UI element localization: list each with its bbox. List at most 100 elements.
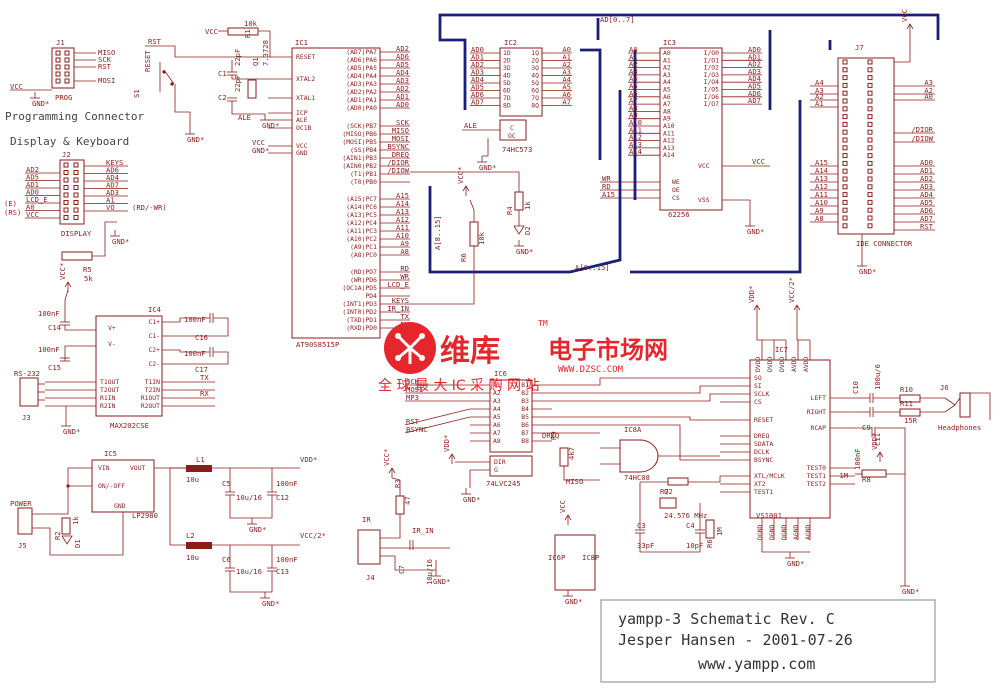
ground-label: GND*	[32, 99, 49, 108]
j4-ir-connector	[357, 529, 381, 565]
ic3-io-net-3: AD3	[748, 67, 761, 76]
ic1-left-pin-5: OC1B	[296, 124, 312, 132]
j5-power-connector	[17, 507, 33, 535]
j2-right-net-5: A1	[106, 196, 115, 205]
j7-right-net-4: /DIOW	[911, 134, 933, 143]
r1-vcc: VCC	[205, 27, 218, 36]
c11-ref: C11	[873, 433, 882, 446]
ic1-ale-net: ALE	[238, 113, 251, 122]
ground-label: GND*	[63, 427, 80, 436]
c17-ref: C17	[195, 365, 208, 374]
header-pin	[63, 207, 69, 213]
ground-label: GND*	[262, 121, 279, 130]
header-pin	[867, 223, 873, 229]
ic6-net-3: RST	[406, 417, 420, 426]
j7-left-net-1: A3	[815, 86, 824, 95]
header-pin	[73, 185, 79, 190]
ic6-g-pin: G	[494, 466, 498, 474]
r6-wire	[469, 199, 475, 222]
ic3-62256	[659, 47, 723, 211]
j7-ide-connector	[837, 57, 895, 235]
ic2-q-pin-2: 3Q	[531, 64, 539, 72]
header-pin	[842, 168, 848, 174]
header-pin	[63, 185, 69, 190]
ic1-pc-pin-3: (A12)PC4	[346, 219, 377, 227]
header-pin	[867, 106, 873, 112]
ic1-pc-pin-0: (A15)PC7	[346, 195, 377, 203]
ic1-pd-pin-5: (INT0)PD2	[342, 308, 377, 316]
header-pin	[73, 192, 79, 198]
bus-ad	[438, 13, 940, 110]
c15-value: 100nF	[38, 345, 60, 354]
ic3-addr-pin-12: A12	[663, 137, 675, 145]
r10-resistor	[899, 394, 921, 403]
c7-value: 10u/16	[425, 559, 434, 585]
spi-wire	[552, 385, 720, 394]
header-pin	[867, 114, 873, 120]
c12-value: 100nF	[276, 479, 298, 488]
ic1-pc-net-4: A11	[396, 223, 409, 232]
ic6-a-pin-4: A5	[493, 413, 501, 421]
r4-value: 1k	[523, 201, 532, 210]
bus-a-label: A[0..15]	[575, 263, 610, 272]
c2-ref: C2	[218, 93, 227, 102]
bus-a-lower	[428, 90, 622, 274]
header-pin	[867, 145, 873, 151]
ic1-pa-pin-2: (AD5)PA5	[346, 64, 377, 72]
j7-left-net-6: A13	[815, 174, 828, 183]
ic3-ctl-pin-2: CS	[672, 194, 680, 202]
j7-left-net-7: A12	[815, 182, 828, 191]
r3-value: 47	[403, 496, 412, 505]
ic3-addr-pin-14: A14	[663, 151, 675, 159]
ic1-pc-net-0: A15	[396, 191, 409, 200]
ic4-vcc: VCC*	[58, 263, 67, 280]
rst-label: RST	[148, 37, 162, 46]
j2-name: DISPLAY	[61, 229, 92, 238]
ic6-net-1: MOSI	[406, 385, 423, 394]
j1-ref: J1	[56, 38, 65, 47]
c5-value: 10u/16	[236, 493, 262, 502]
c13-value: 100nF	[276, 555, 298, 564]
header-pin	[55, 64, 61, 70]
ic1-pd-net-1: WR	[400, 272, 409, 281]
ic7-left-pin-1: SI	[754, 382, 762, 390]
ic3-addr-net-6: A6	[629, 89, 638, 98]
ic1-pc-pin-5: (A10)PC2	[346, 235, 377, 243]
header-pin	[73, 200, 79, 205]
r6-osc-resistor	[705, 519, 715, 539]
header-pin	[867, 67, 873, 73]
ic4-cap-wire	[162, 317, 229, 337]
ic6-miso-net: MISO	[566, 477, 583, 486]
ic1-ref: IC1	[295, 38, 308, 47]
ic7-avdd-rail	[796, 315, 810, 341]
ic2-q-pin-1: 2Q	[531, 57, 539, 65]
ic8a-name: 74HC08	[624, 473, 650, 482]
ic4-pin-5: R2IN	[100, 402, 116, 410]
ic2-q-pin-4: 5Q	[531, 79, 539, 87]
ic4-pin-4: R1IN	[100, 394, 116, 402]
c14-wire	[64, 289, 69, 322]
ic1-pd-pin-4: (INT1)PD3	[342, 300, 377, 308]
header-pin	[55, 78, 61, 84]
r2-resistor	[61, 517, 71, 535]
q2-crystal-icon	[659, 497, 677, 509]
ic1-pd-pin-1: (WR)PD6	[350, 276, 377, 284]
agnd-rail	[875, 427, 906, 580]
j2-right-net-1: AD6	[106, 166, 119, 175]
j7-left-net-2: A2	[815, 92, 824, 101]
ic3-addr-net-0: A0	[629, 45, 638, 54]
ic3-addr-net-10: A10	[629, 118, 642, 127]
ic3-io-pin-1: I/O1	[704, 56, 720, 64]
ic1-pa-pin-4: (AD3)PA3	[346, 80, 377, 88]
ic5-gnd-pin: GND	[114, 502, 126, 510]
ic7-vcc2: VCC/2*	[787, 277, 796, 303]
j7-right-net-0: A3	[924, 78, 933, 87]
c17-value: 100nF	[184, 349, 206, 358]
ic2-d-pin-4: 5D	[503, 79, 511, 87]
ic1-pb-pin-3: (SS)PB4	[350, 146, 377, 154]
ic3-io-net-4: AD4	[748, 74, 761, 83]
ic2-q-pin-7: 8Q	[531, 102, 539, 110]
ic1-pc-pin-7: (A8)PC0	[350, 251, 377, 259]
ic3-io-pin-7: I/O7	[704, 100, 720, 108]
